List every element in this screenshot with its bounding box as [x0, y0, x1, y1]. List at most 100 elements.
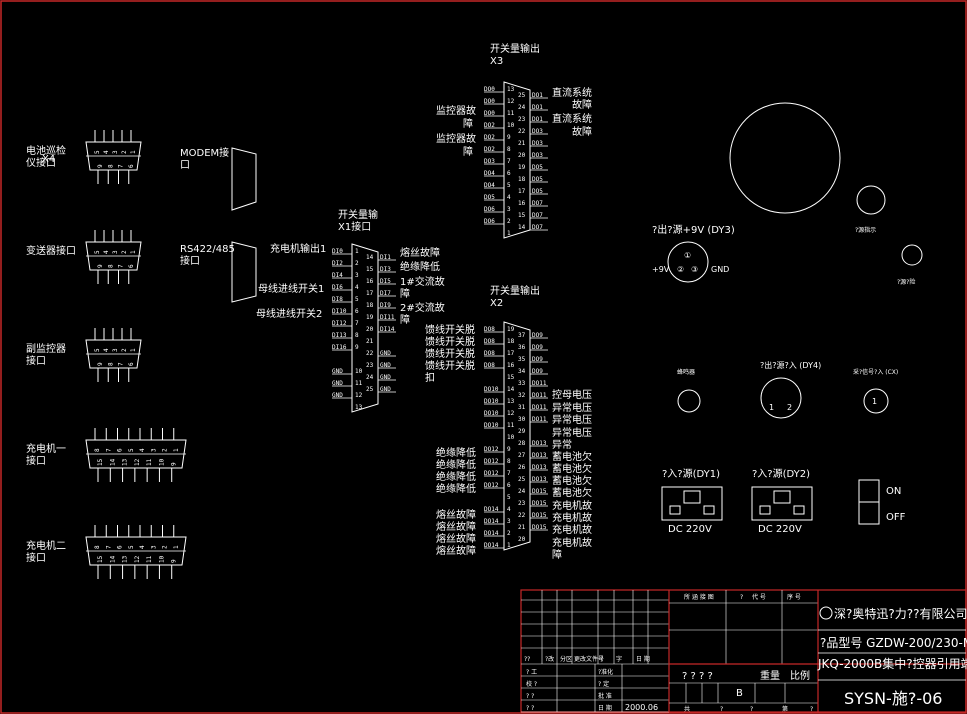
signal-label: DO14	[484, 542, 499, 549]
inlet-body	[751, 486, 813, 521]
x3-left-text: 监控器故	[436, 132, 476, 145]
pin-number: 16	[518, 200, 526, 207]
signal-label: DI0	[332, 248, 343, 255]
signal-label: GND	[332, 380, 343, 387]
pin-number: 4	[103, 250, 110, 254]
x2-right-text: 障	[552, 548, 562, 561]
x3-left-text: 监控器故	[436, 104, 476, 117]
sign-mid-label: ? 定	[598, 680, 609, 688]
pin-number: 14	[366, 254, 374, 261]
pin-number: 2	[507, 218, 511, 225]
connector-shell	[85, 439, 187, 469]
signal-label: DO1	[532, 116, 543, 123]
sign-row-label: ? ?	[526, 705, 534, 712]
mark-label: B	[736, 688, 743, 699]
pin-number: 15	[97, 555, 104, 563]
pin-number: 7	[355, 320, 359, 327]
pin-number: 21	[366, 338, 374, 345]
pin-number: 6	[355, 308, 359, 315]
pin-number: 9	[171, 559, 178, 563]
x1-output-text: 2#交流故	[400, 301, 445, 314]
pin-number: 9	[355, 344, 359, 351]
signal-label: DO3	[532, 128, 543, 135]
pin-number: 14	[109, 458, 116, 466]
pin-number: 34	[518, 368, 526, 375]
x2-left-text: 熔丝故障	[436, 544, 476, 557]
pin-number: 5	[128, 448, 135, 452]
drawing-number: SYSN-施?-06	[844, 689, 942, 708]
x2-left-text: 绝缘降低	[436, 470, 476, 483]
pin-number: 9	[507, 446, 511, 453]
pin-number: 7	[105, 448, 112, 452]
pin-number: 1	[507, 542, 511, 549]
inlet-pin	[669, 505, 681, 515]
x1-input-text: 母线进线开关2	[256, 307, 322, 320]
pin-number: 13	[507, 86, 515, 93]
sign-row-label: ? ?	[526, 693, 534, 700]
pin-number: 10	[158, 458, 165, 466]
signal-label: GND	[380, 362, 391, 369]
pin-number: 2	[162, 545, 169, 549]
signal-label: DI8	[332, 296, 343, 303]
pin-number: 14	[507, 386, 515, 393]
signal-label: DO9	[532, 332, 543, 339]
pin-number: 10	[355, 368, 363, 375]
pin-number: 23	[518, 500, 526, 507]
dy3-label: ?出?源+9V (DY3)	[652, 223, 735, 236]
pin-number: 7	[118, 164, 125, 168]
signal-label: DO8	[484, 350, 495, 357]
pin-number: 2	[121, 250, 128, 254]
inlet-pin	[793, 505, 805, 515]
pin-number: 7	[105, 545, 112, 549]
signal-label: DI2	[332, 260, 343, 267]
pin-number: 9	[507, 134, 511, 141]
pin-number: 29	[518, 428, 526, 435]
pin-number: 17	[518, 188, 526, 195]
pin-number: 9	[171, 462, 178, 466]
meter-circle	[729, 102, 841, 214]
signal-label: DO10	[484, 386, 499, 393]
pin-number: 11	[355, 380, 363, 387]
switch-off-label: OFF	[886, 512, 906, 523]
drawing-date: 2000.06	[625, 703, 658, 712]
pin-number: 5	[507, 182, 511, 189]
x2-title: 开关量输出	[490, 284, 540, 297]
connector-tag: X4	[42, 154, 55, 165]
signal-label: DO2	[484, 146, 495, 153]
pin-number: 24	[366, 374, 374, 381]
x1-output-text: 障	[400, 287, 410, 300]
ref-header: ?	[740, 594, 743, 601]
connector-label: 电池巡检	[26, 144, 66, 157]
pin-number: 6	[507, 170, 511, 177]
pin-number: 11	[146, 555, 153, 563]
scale-label: 比例	[790, 669, 810, 682]
connector-label: 接口	[26, 551, 46, 564]
pin-number: 22	[518, 128, 526, 135]
pin-number: 15	[366, 266, 374, 273]
change-header: ??	[524, 656, 530, 663]
x2-right-text: 异常电压	[552, 426, 592, 439]
dy3-pin-label: +9V	[652, 265, 670, 274]
x2-left-text: 绝缘降低	[436, 482, 476, 495]
pin-number: 15	[518, 212, 526, 219]
connector-label: 变送器接口	[26, 244, 76, 257]
pin-number: 10	[507, 122, 515, 129]
pin-number: 11	[507, 110, 515, 117]
terminal-body	[351, 243, 379, 413]
pin-number: 25	[518, 476, 526, 483]
signal-label: DO2	[484, 122, 495, 129]
signal-label: DO1	[532, 104, 543, 111]
pin-number: 33	[518, 380, 526, 387]
modem-label: 口	[180, 160, 190, 171]
connector-label: 副监控器	[26, 342, 66, 355]
signal-label: DO13	[532, 476, 547, 483]
x1-output-text: 障	[400, 313, 410, 326]
signal-label: DO1	[532, 92, 543, 99]
signal-label: DO10	[484, 398, 499, 405]
signal-label: DI5	[380, 278, 391, 285]
pin-number: 18	[518, 176, 526, 183]
signal-label: DO3	[532, 152, 543, 159]
dy4-socket	[760, 377, 802, 419]
